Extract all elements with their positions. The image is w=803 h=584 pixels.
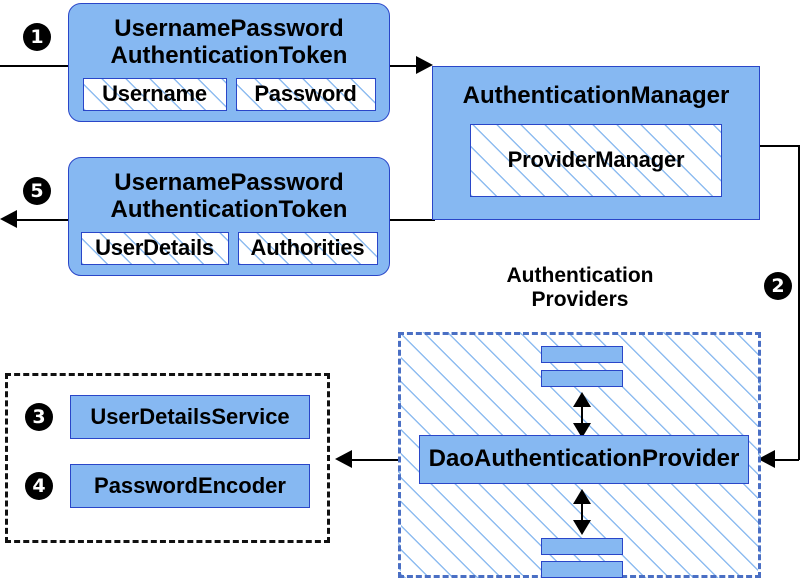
user-details-service[interactable]: UserDetailsService — [70, 395, 310, 439]
connector-providers-chain-top — [581, 397, 583, 435]
provider-slot-top-1[interactable] — [541, 346, 623, 363]
step-badge-3: 3 — [25, 403, 53, 431]
provider-slot-bottom-1[interactable] — [541, 538, 623, 555]
connector-manager-to-response — [390, 219, 435, 221]
arrowhead-chain-bottom-down — [573, 520, 591, 535]
request-token-title-line1: UsernamePassword — [114, 15, 344, 43]
field-authorities[interactable]: Authorities — [237, 231, 378, 265]
dao-authentication-provider[interactable]: DaoAuthenticationProvider — [403, 435, 749, 500]
response-token-title-line2: AuthenticationToken — [110, 196, 348, 223]
step-badge-2: 2 — [764, 272, 792, 300]
request-token-title: UsernamePassword AuthenticationToken — [110, 15, 348, 70]
field-username[interactable]: Username — [82, 77, 227, 111]
password-encoder[interactable]: PasswordEncoder — [70, 464, 310, 508]
field-userdetails[interactable]: UserDetails — [80, 231, 229, 265]
arrowhead-chain-bottom-up — [573, 489, 591, 504]
connector-dao-to-deps — [352, 459, 419, 461]
connector-into-dao — [775, 459, 799, 461]
authentication-manager-title: AuthenticationManager — [462, 82, 730, 109]
provider-slot-bottom-2[interactable] — [541, 561, 623, 578]
password-encoder-label: PasswordEncoder — [94, 472, 286, 498]
arrowhead-to-manager — [416, 56, 433, 74]
provider-manager[interactable]: ProviderManager — [470, 123, 722, 197]
arrowhead-chain-top-up — [573, 392, 591, 407]
arrowhead-into-dao — [758, 450, 775, 468]
connector-request-in — [0, 65, 70, 67]
step-badge-4: 4 — [25, 472, 53, 500]
providers-caption-line2: Providers — [531, 288, 629, 312]
field-password[interactable]: Password — [235, 77, 376, 111]
request-authentication-token[interactable]: UsernamePassword AuthenticationToken Use… — [52, 3, 390, 138]
connector-manager-down — [798, 145, 800, 460]
response-token-fields: UserDetails Authorities — [80, 231, 378, 265]
authentication-manager[interactable]: AuthenticationManager ProviderManager — [416, 66, 760, 236]
connector-response-out — [5, 219, 70, 221]
arrowhead-chain-top-down — [573, 423, 591, 438]
connector-manager-right — [760, 145, 800, 147]
user-details-service-label: UserDetailsService — [90, 403, 290, 429]
dao-provider-label: DaoAuthenticationProvider — [428, 445, 740, 473]
provider-dependencies-region — [5, 373, 330, 543]
arrowhead-to-deps — [335, 450, 352, 468]
response-authentication-token[interactable]: UsernamePassword AuthenticationToken Use… — [52, 157, 390, 292]
response-token-title-line1: UsernamePassword — [114, 169, 344, 197]
request-token-title-line2: AuthenticationToken — [110, 42, 348, 69]
providers-caption-line1: Authentication — [506, 264, 654, 287]
connector-token-to-manager — [390, 65, 425, 67]
step-badge-1: 1 — [23, 23, 51, 51]
step-badge-5: 5 — [23, 177, 51, 205]
response-token-title: UsernamePassword AuthenticationToken — [110, 169, 348, 224]
arrowhead-response-out — [0, 210, 17, 228]
request-token-fields: Username Password — [82, 77, 376, 111]
provider-slot-top-2[interactable] — [541, 370, 623, 387]
authentication-providers-caption: Authentication Providers — [480, 264, 680, 312]
connector-providers-chain-bottom — [581, 494, 583, 532]
